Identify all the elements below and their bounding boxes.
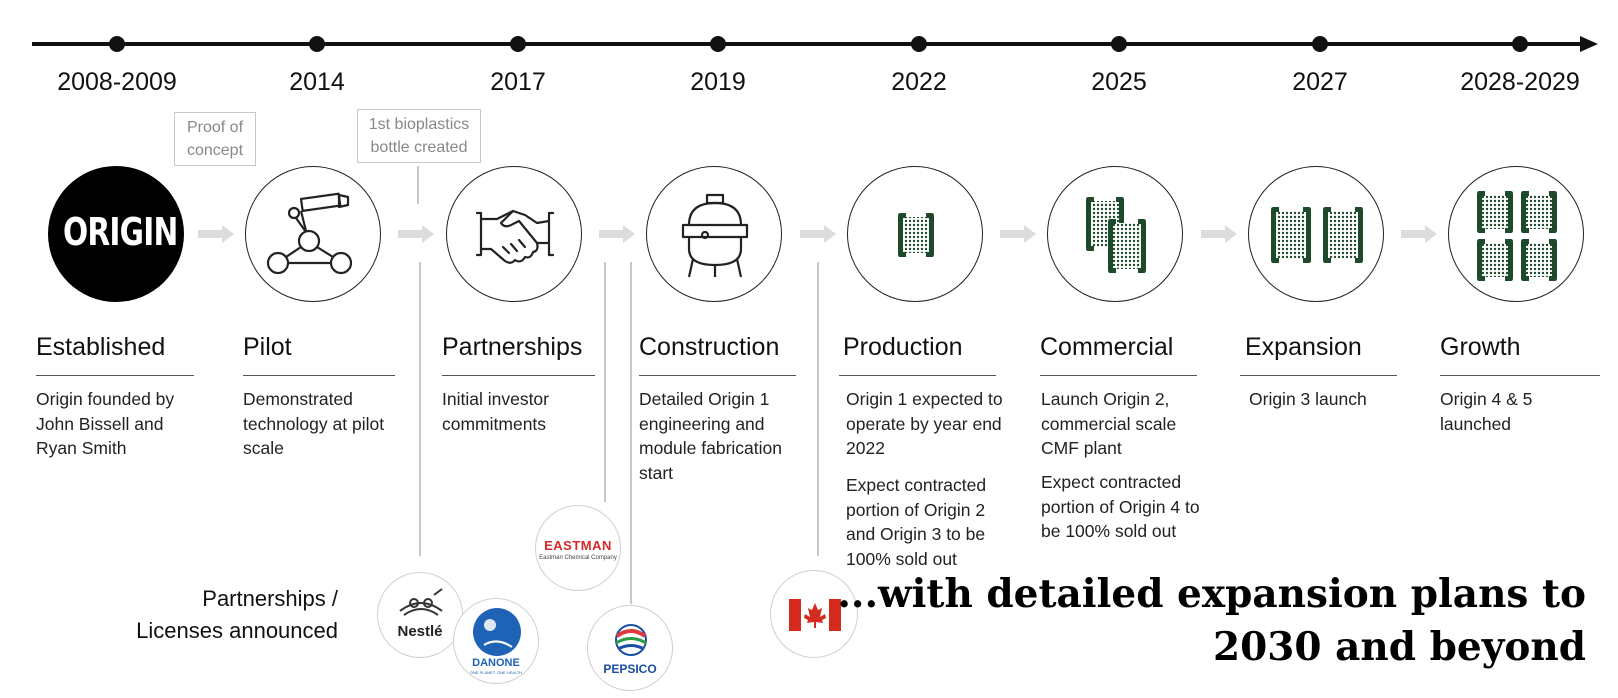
stage-arrow: [800, 225, 836, 243]
annotation-first-bottle: 1st bioplastics bottle created: [357, 109, 481, 163]
timeline-dot: [109, 36, 125, 52]
stage-title: Established: [36, 333, 166, 361]
year-label: 2017: [490, 68, 546, 96]
plant-module-icon: [898, 213, 934, 257]
stage-icon-expansion: [1248, 166, 1384, 302]
headline-line: 2030 and beyond: [1213, 624, 1586, 670]
stage-divider: [243, 375, 395, 376]
stage-title: Partnerships: [442, 333, 583, 361]
timeline-dot: [1512, 36, 1528, 52]
year-label: 2027: [1292, 68, 1348, 96]
annotation-proof-of-concept: Proof of concept: [174, 112, 256, 166]
stage-title: Commercial: [1040, 333, 1174, 361]
year-label: 2022: [891, 68, 947, 96]
stage-title: Expansion: [1245, 333, 1362, 361]
canada-flag-badge: [770, 570, 858, 658]
stage-title: Growth: [1440, 333, 1521, 361]
stage-arrow: [1401, 225, 1437, 243]
headline-line: ...with detailed expansion plans to: [837, 571, 1586, 617]
stage-arrow: [198, 225, 234, 243]
nestle-logo: Nestlé: [377, 572, 463, 658]
stage-divider: [1040, 375, 1197, 376]
stage-arrow: [1201, 225, 1237, 243]
stage-icon-production: [847, 166, 983, 302]
annotation-line: bottle created: [370, 139, 468, 156]
annotation-line: 1st bioplastics: [368, 116, 470, 133]
timeline-dot: [911, 36, 927, 52]
pepsico-globe-icon: [615, 624, 647, 656]
stage-divider: [36, 375, 194, 376]
danone-logo: DANONE ONE PLANET. ONE HEALTH: [453, 598, 539, 684]
stage-title: Production: [843, 333, 963, 361]
year-label: 2019: [690, 68, 746, 96]
eastman-logo: EASTMAN Eastman Chemical Company: [535, 505, 621, 591]
year-label: 2014: [289, 68, 345, 96]
handshake-icon: [475, 209, 555, 264]
annotation-line: concept: [186, 142, 244, 159]
timeline-dot: [1312, 36, 1328, 52]
stage-description: Launch Origin 2, commercial scale CMF pl…: [1041, 389, 1177, 458]
stage-description: Demonstrated technology at pilot scale: [243, 389, 385, 458]
nestle-nest-icon: [399, 588, 443, 616]
stage-divider: [442, 375, 595, 376]
stage-divider: [639, 375, 796, 376]
pepsico-wordmark: PEPSICO: [603, 662, 657, 676]
stage-description: Origin 3 launch: [1249, 389, 1367, 409]
stage-icon-construction: [646, 166, 782, 302]
stage-divider: [839, 375, 996, 376]
stage-divider: [1240, 375, 1397, 376]
stage-icon-commercial: [1047, 166, 1183, 302]
robot-arm-icon: [266, 192, 353, 275]
stage-divider: [1440, 375, 1600, 376]
stage-icon-growth: [1448, 166, 1584, 302]
stage-arrow: [398, 225, 434, 243]
canada-flag-icon: [789, 599, 841, 631]
stage-arrow: [1000, 225, 1036, 243]
stage-title: Construction: [639, 333, 780, 361]
expansion-headline: ...with detailed expansion plans to 2030…: [837, 568, 1586, 674]
stage-description: Origin 1 expected to operate by year end…: [846, 389, 1003, 458]
stage-icon-pilot: [245, 166, 381, 302]
timeline-dot: [710, 36, 726, 52]
partnerships-label-line: Partnerships /: [202, 586, 338, 611]
partnerships-label-line: Licenses announced: [136, 618, 338, 643]
stage-description: Initial investor commitments: [442, 389, 549, 434]
timeline-dot: [309, 36, 325, 52]
nestle-wordmark: Nestlé: [397, 623, 443, 640]
stage-icon-partnerships: [446, 166, 582, 302]
stage-arrow: [599, 225, 635, 243]
reactor-tank-icon: [681, 193, 749, 278]
year-label: 2028-2029: [1460, 68, 1580, 96]
stage-title: Pilot: [243, 333, 292, 361]
pepsico-logo: PEPSICO: [587, 605, 673, 691]
year-label: 2008-2009: [57, 68, 177, 96]
plant-module-icon: [1271, 207, 1363, 263]
plant-module-icon: [1086, 197, 1146, 273]
annotation-line: Proof of: [186, 119, 244, 136]
stage-description: Detailed Origin 1 engineering and module…: [639, 389, 782, 483]
timeline-dot: [1111, 36, 1127, 52]
stage-description-2: Expect contracted portion of Origin 2 an…: [846, 475, 987, 569]
eastman-subtitle: Eastman Chemical Company: [539, 555, 617, 561]
stage-description: Origin 4 & 5 launched: [1440, 389, 1533, 434]
timeline-arrowhead: [1580, 36, 1598, 52]
partnerships-label: Partnerships / Licenses announced: [136, 583, 338, 647]
origin-logo: ORIGIN: [48, 166, 184, 302]
year-label: 2025: [1091, 68, 1147, 96]
danone-tagline: ONE PLANET. ONE HEALTH: [469, 670, 523, 675]
eastman-wordmark: EASTMAN: [544, 538, 612, 553]
logo-text: ORIGIN: [62, 210, 178, 254]
danone-child-icon: [473, 608, 521, 656]
danone-wordmark: DANONE: [472, 657, 520, 669]
stage-description-2: Expect contracted portion of Origin 4 to…: [1041, 472, 1200, 541]
stage-description: Origin founded by John Bissell and Ryan …: [36, 389, 175, 458]
plant-module-icon: [1477, 191, 1557, 281]
timeline-dot: [510, 36, 526, 52]
